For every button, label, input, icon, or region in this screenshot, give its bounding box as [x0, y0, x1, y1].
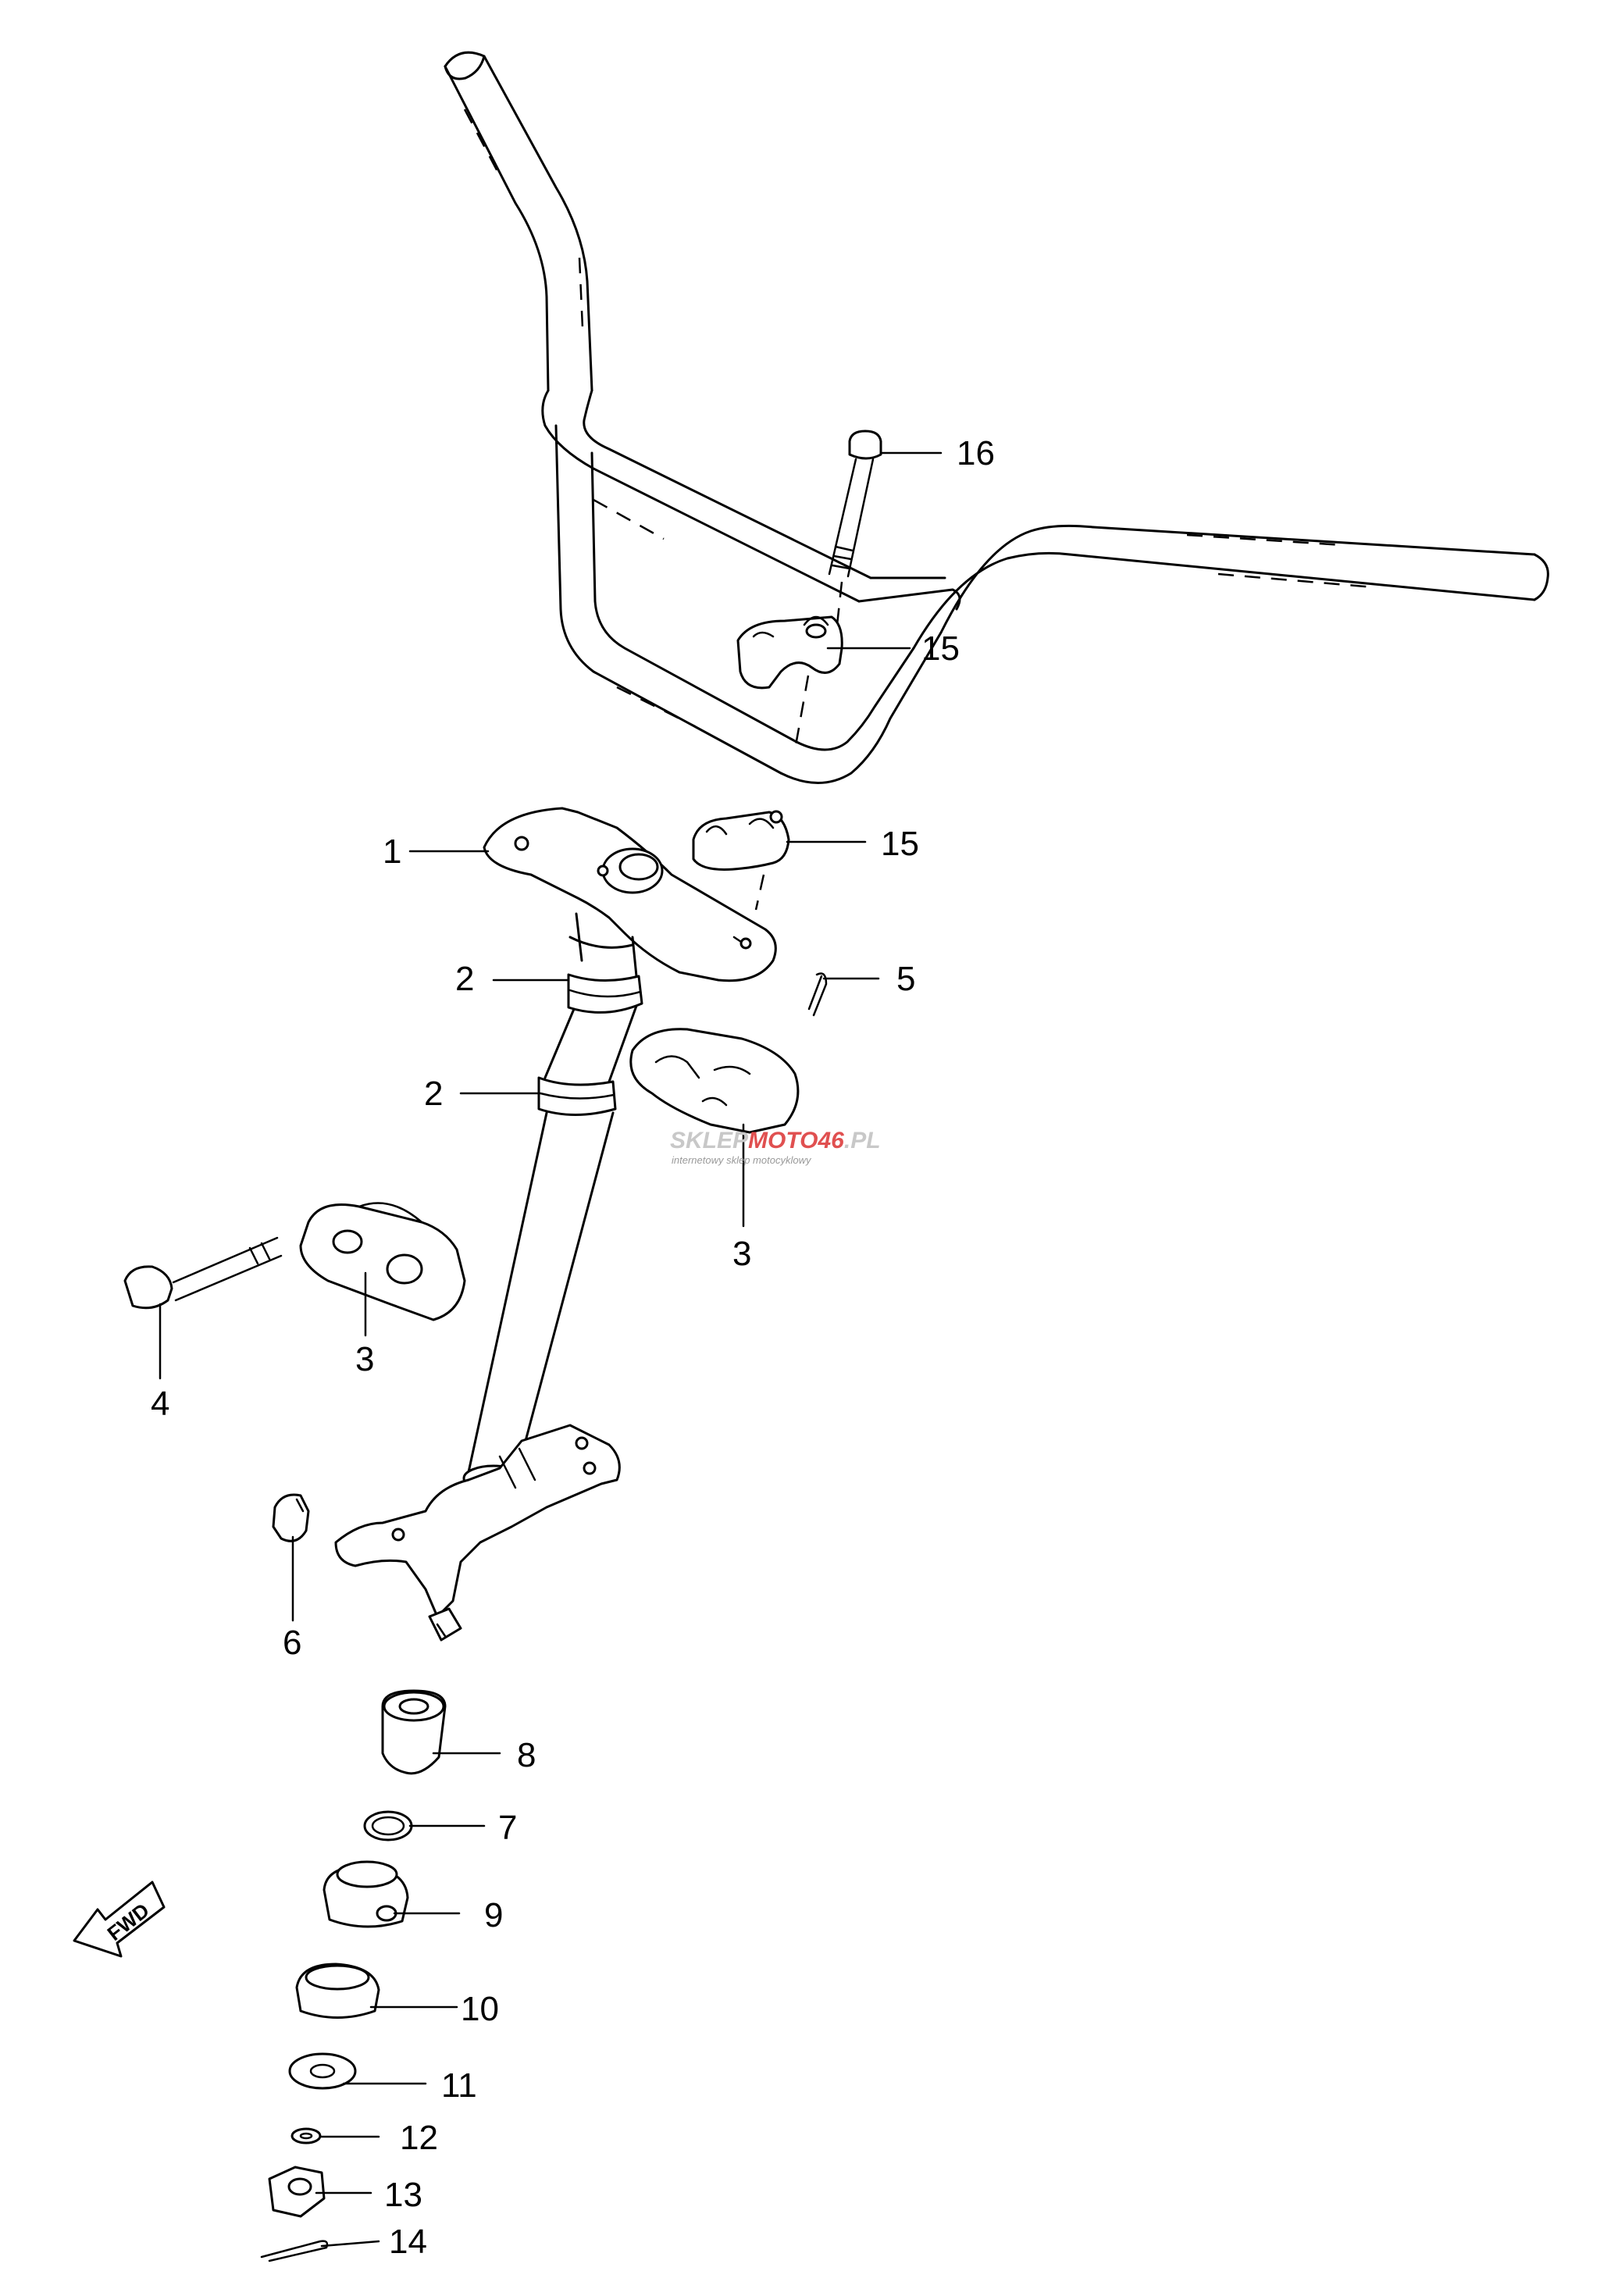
watermark-part4: .PL	[844, 1128, 881, 1153]
callout-numbers: 16 15 15 1 2 5 2 3 3 4 6 8 7 9 10 11 12 …	[151, 434, 995, 2261]
bushing-8	[381, 1689, 447, 1775]
callout-13: 13	[384, 2176, 422, 2214]
watermark-part3: 46	[817, 1128, 844, 1153]
callout-5: 5	[896, 960, 915, 998]
callout-7: 7	[498, 1809, 517, 1847]
callout-3-left: 3	[355, 1340, 374, 1378]
callout-16: 16	[957, 434, 995, 472]
leader-lines	[159, 451, 943, 2248]
clamp-3-left	[299, 1202, 466, 1321]
callout-11: 11	[441, 2066, 477, 2105]
washer-11	[288, 2052, 357, 2090]
callout-14: 14	[389, 2223, 427, 2261]
bushing-6	[272, 1493, 310, 1542]
callout-15-lower: 15	[881, 825, 919, 863]
svg-text:SKLEPMOTO46.PL: SKLEPMOTO46.PL	[670, 1128, 881, 1153]
washer-12	[290, 2127, 322, 2144]
steering-lower-bracket	[334, 1424, 621, 1642]
steering-upper-bracket	[483, 807, 777, 982]
seal-10	[295, 1963, 380, 2019]
callout-6: 6	[283, 1624, 301, 1662]
nut-13	[268, 2166, 326, 2218]
watermark-part2: MOTO	[748, 1128, 818, 1153]
callout-1: 1	[383, 832, 401, 871]
watermark-logo: SKLEPMOTO46.PL internetowy sklep motocyk…	[670, 1128, 881, 1166]
callout-3-right: 3	[732, 1235, 751, 1273]
watermark-part1: SKLEP	[670, 1128, 749, 1153]
callout-2-lower: 2	[424, 1075, 443, 1113]
clamp-3-right	[629, 1028, 800, 1134]
dust-seal-9	[323, 1860, 409, 1928]
callout-12: 12	[400, 2119, 438, 2157]
watermark-tagline: internetowy sklep motocyklowy	[672, 1154, 812, 1166]
callout-2-upper: 2	[455, 960, 474, 998]
fwd-arrow: FWD	[73, 1881, 166, 1958]
cotter-pin-14	[260, 2240, 329, 2262]
cotter-pin-5	[807, 972, 828, 1017]
bolt-4	[123, 1236, 283, 1310]
callout-10: 10	[461, 1990, 499, 2028]
callout-4: 4	[151, 1385, 169, 1423]
handlebar-clamp-upper	[736, 615, 843, 750]
steering-shaft	[462, 973, 643, 1492]
handlebar	[444, 51, 1549, 784]
callout-15-upper: 15	[921, 629, 960, 668]
callout-8: 8	[517, 1736, 536, 1774]
bolt-16	[828, 430, 882, 626]
callout-9: 9	[484, 1896, 503, 1934]
handlebar-clamp-lower	[692, 810, 790, 911]
